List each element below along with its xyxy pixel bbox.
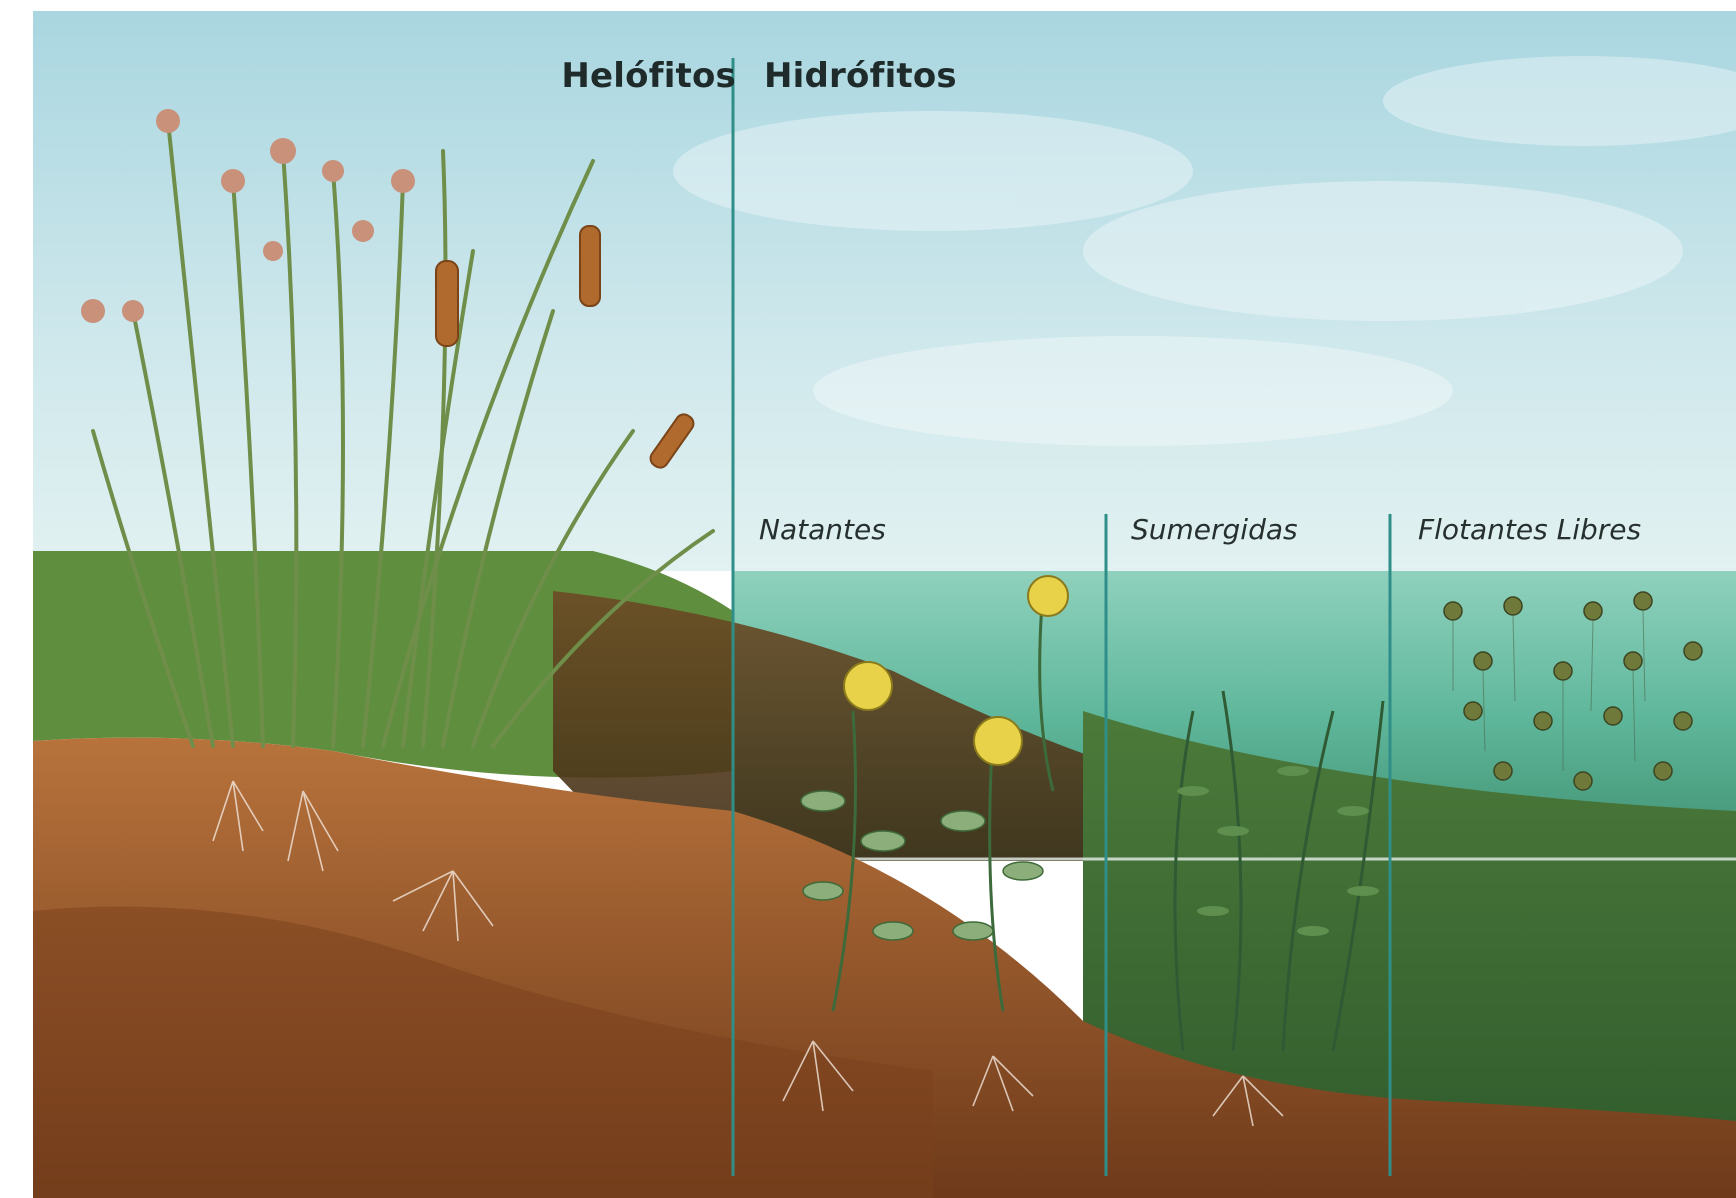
label-helofitos: Helófitos bbox=[561, 59, 736, 93]
label-sumergidas: Sumergidas bbox=[1131, 516, 1298, 544]
scene-svg bbox=[33, 11, 1736, 1198]
label-natantes: Natantes bbox=[759, 516, 886, 544]
label-flotantes-libres: Flotantes Libres bbox=[1418, 516, 1641, 544]
label-hidrofitos: Hidrófitos bbox=[764, 59, 957, 93]
wetland-illustration: Helófitos Hidrófitos Natantes Sumergidas… bbox=[33, 11, 1736, 1198]
